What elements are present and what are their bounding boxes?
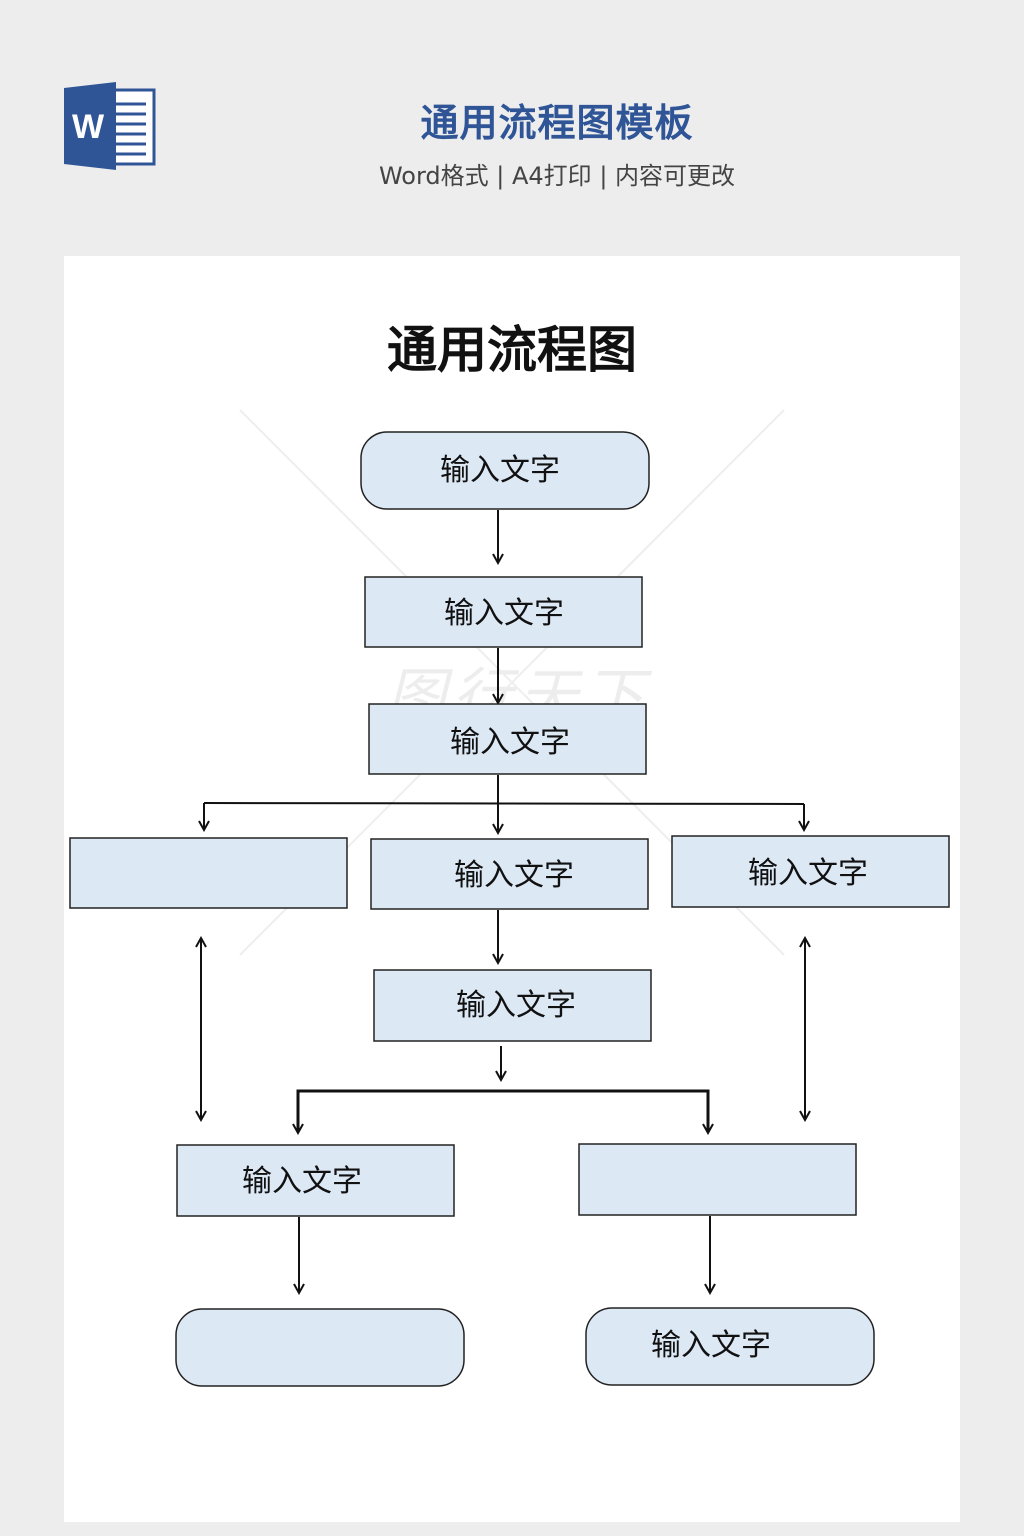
header-subtitle: Word格式 | A4打印 | 内容可更改 [378, 162, 736, 190]
split-bar-bottom [296, 1089, 710, 1132]
node-end-right[interactable] [585, 1307, 875, 1386]
node-branch-right-label: 输入文字 [748, 856, 868, 891]
document-title: 通用流程图 [387, 320, 637, 379]
node-branch-left[interactable] [69, 837, 348, 909]
node-branch-center-label: 输入文字 [454, 858, 574, 893]
connectors [201, 510, 805, 1293]
node-step2-label: 输入文字 [450, 725, 570, 760]
node-lower-left-label: 输入文字 [242, 1164, 362, 1199]
node-step2[interactable] [368, 703, 647, 775]
node-lower-left[interactable] [176, 1144, 455, 1217]
split-bar-top [203, 802, 805, 805]
node-lower-right[interactable] [578, 1143, 857, 1216]
node-start[interactable] [360, 431, 650, 510]
node-branch-center[interactable] [370, 838, 649, 910]
node-end-right-label: 输入文字 [651, 1328, 771, 1363]
node-step1[interactable] [364, 576, 643, 648]
node-end-left[interactable] [175, 1308, 465, 1387]
node-step3-label: 输入文字 [456, 988, 576, 1023]
node-branch-right[interactable] [671, 835, 950, 908]
node-start-label: 输入文字 [440, 453, 560, 488]
word-logo-letter: W [72, 108, 105, 146]
node-step1-label: 输入文字 [444, 596, 564, 631]
node-step3[interactable] [373, 969, 652, 1042]
header-title: 通用流程图模板 [420, 101, 694, 145]
word-icon: W [64, 82, 156, 170]
